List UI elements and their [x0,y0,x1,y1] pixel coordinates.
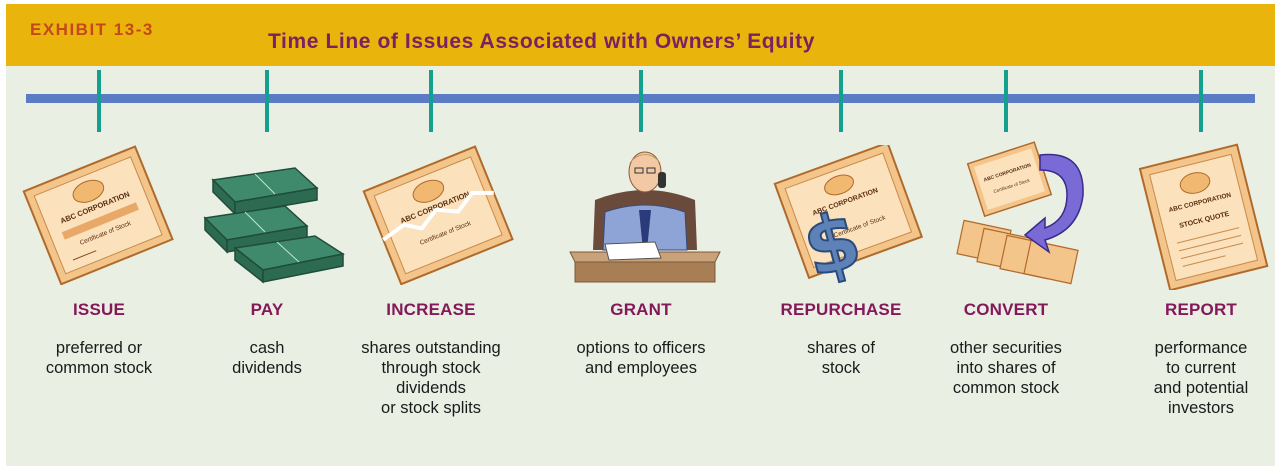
event-description-pay: cash dividends [162,338,372,378]
description-line: into shares of [956,359,1056,377]
description-line: to current [1166,359,1236,377]
exhibit-number: EXHIBIT 13-3 [30,20,154,39]
timeline-tick-repurchase [839,70,843,132]
timeline-tick-grant [639,70,643,132]
event-description-repurchase: shares of stock [736,338,946,378]
timeline-tick-increase [429,70,433,132]
certificate-with-dollar-sign-icon: ABC CORPORATION Certificate of Stock $ [773,145,924,290]
event-label-repurchase: REPURCHASE [780,300,902,319]
event-label-issue: ISSUE [72,300,126,319]
event-label-convert: CONVERT [963,300,1049,319]
description-line: dividends [232,359,302,377]
stock-quote-report-icon: ABC CORPORATION STOCK QUOTE [1138,143,1269,290]
event-description-report: performance to current and potential inv… [1096,338,1281,418]
timeline-tick-convert [1004,70,1008,132]
description-line: cash [249,339,285,357]
description-line: other securities [950,339,1062,357]
description-line: preferred or [55,339,143,357]
executive-at-desk-icon [569,151,721,283]
torn-stock-certificate-icon: ABC CORPORATION Certificate of Stock [362,145,514,285]
event-description-increase: shares outstanding through stock dividen… [326,338,536,418]
event-description-grant: options to officers and employees [536,338,746,378]
description-line: investors [1167,399,1235,417]
description-line: shares of [807,339,875,357]
event-description-convert: other securities into shares of common s… [901,338,1111,398]
description-line: performance [1154,339,1248,357]
event-label-report: REPORT [1164,300,1238,319]
description-line: and potential [1153,379,1249,397]
description-line: dividends [396,379,466,397]
exhibit-header-bar [6,4,1275,66]
description-line: common stock [45,359,153,377]
description-line: through stock [381,359,481,377]
stock-certificate-icon: ABC CORPORATION Certificate of Stock [22,145,174,285]
event-label-grant: GRANT [610,300,672,319]
description-line: shares outstanding [361,339,501,357]
description-line: options to officers [576,339,706,357]
cash-bundles-icon [203,167,345,284]
description-line: and employees [585,359,697,377]
event-label-pay: PAY [250,300,284,319]
timeline-tick-pay [265,70,269,132]
converting-certificates-icon: ABC CORPORATION Certificate of Stock [956,141,1084,285]
description-line: stock [821,359,861,377]
exhibit-title: Time Line of Issues Associated with Owne… [268,30,815,53]
description-line: common stock [952,379,1060,397]
event-label-increase: INCREASE [386,300,476,319]
timeline-tick-report [1199,70,1203,132]
timeline-tick-issue [97,70,101,132]
description-line: or stock splits [381,399,481,417]
event-description-issue: preferred or common stock [0,338,204,378]
